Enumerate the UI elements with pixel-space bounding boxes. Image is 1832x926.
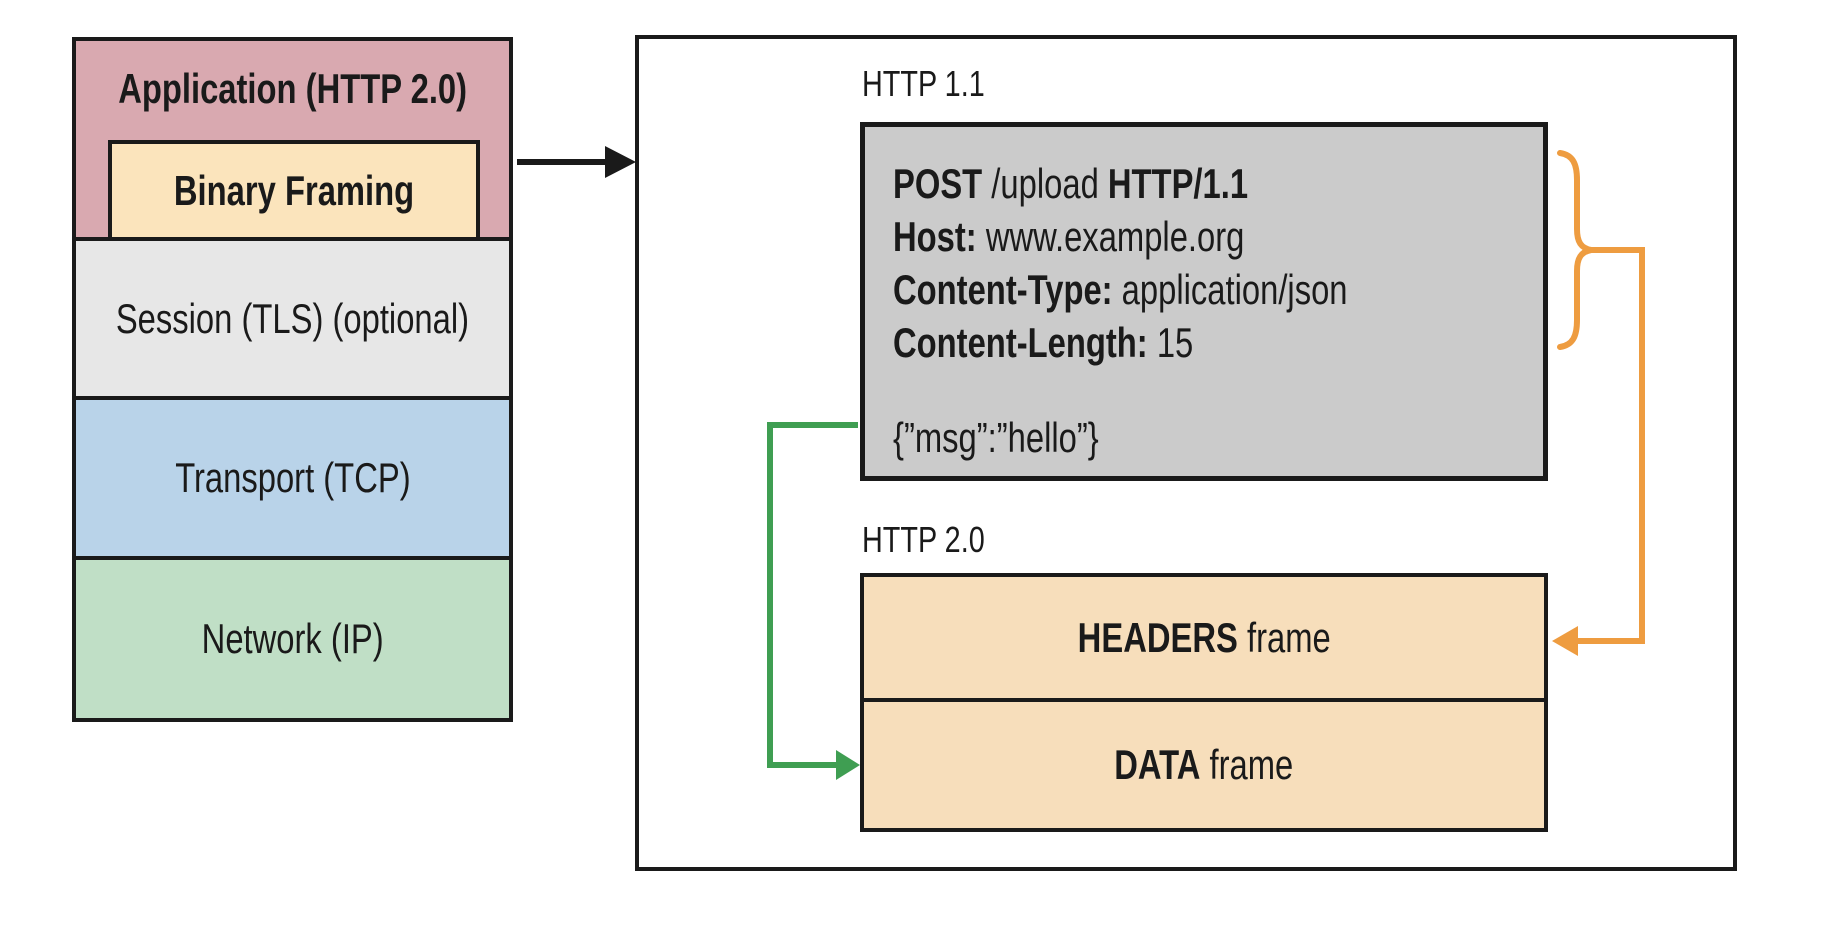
layer-network: Network (IP) bbox=[72, 556, 513, 722]
request-body: {”msg”:”hello”} bbox=[893, 414, 1099, 461]
http11-caption: HTTP 1.1 bbox=[862, 63, 985, 104]
headers-frame-label: HEADERS frame bbox=[1077, 614, 1330, 662]
header-name-content-type: Content-Type: bbox=[893, 266, 1113, 313]
http11-request-box: POST /upload HTTP/1.1 Host: www.example.… bbox=[860, 122, 1548, 481]
http20-caption: HTTP 2.0 bbox=[862, 519, 985, 560]
request-line-start: POST /upload HTTP/1.1 bbox=[893, 157, 1400, 210]
header-value-host: www.example.org bbox=[985, 213, 1245, 260]
headers-frame-name: HEADERS bbox=[1077, 613, 1238, 661]
header-value-content-length: 15 bbox=[1156, 319, 1194, 366]
request-line-content-length: Content-Length: 15 bbox=[893, 316, 1400, 369]
data-frame-box: DATA frame bbox=[860, 698, 1548, 832]
data-frame-name: DATA bbox=[1114, 741, 1201, 788]
layer-session-label: Session (TLS) (optional) bbox=[115, 294, 470, 342]
layer-session: Session (TLS) (optional) bbox=[72, 237, 513, 400]
header-name-content-length: Content-Length: bbox=[893, 319, 1148, 366]
request-line-content-type: Content-Type: application/json bbox=[893, 263, 1400, 316]
data-frame-label: DATA frame bbox=[1115, 741, 1294, 789]
layer-binary-framing: Binary Framing bbox=[108, 140, 480, 241]
layer-application-label: Application (HTTP 2.0) bbox=[118, 65, 467, 112]
header-name-host: Host: bbox=[893, 213, 977, 260]
headers-frame-box: HEADERS frame bbox=[860, 573, 1548, 702]
headers-frame-suffix: frame bbox=[1246, 613, 1331, 661]
request-path: /upload bbox=[991, 160, 1099, 207]
request-line-host: Host: www.example.org bbox=[893, 210, 1400, 263]
layer-network-label: Network (IP) bbox=[201, 615, 384, 662]
data-frame-suffix: frame bbox=[1209, 741, 1294, 788]
layer-binary-framing-label: Binary Framing bbox=[173, 166, 415, 214]
layer-transport-label: Transport (TCP) bbox=[174, 454, 411, 501]
header-value-content-type: application/json bbox=[1121, 266, 1348, 313]
request-version: HTTP/1.1 bbox=[1107, 160, 1249, 207]
layer-transport: Transport (TCP) bbox=[72, 396, 513, 560]
stack-to-panel-arrowhead-icon bbox=[605, 146, 636, 178]
stack-to-panel-arrow bbox=[517, 146, 636, 178]
request-method: POST bbox=[893, 160, 983, 207]
